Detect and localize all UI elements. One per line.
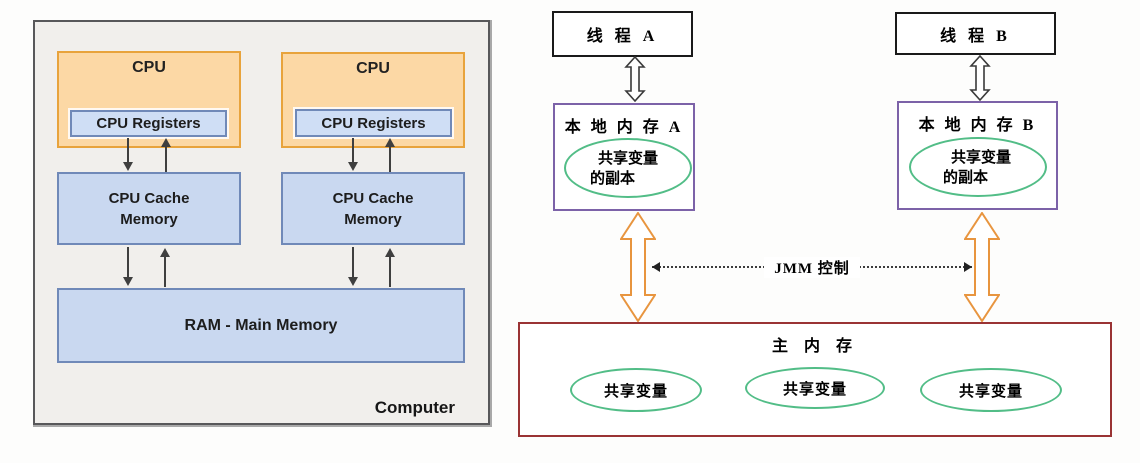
computer-panel-label: Computer [374, 398, 455, 417]
copy-label-line1: 共享变量 [598, 151, 659, 167]
shared-variable-ellipse: 共享变量 [920, 368, 1062, 412]
cpu-cache-label-2: CPU Cache Memory [332, 189, 414, 228]
thread-b-box: 线 程 B [895, 12, 1056, 55]
up-arrow-icon [160, 248, 170, 287]
orange-bidirectional-arrow-icon [620, 212, 656, 322]
cpu-cache-box-1: CPU Cache Memory [57, 172, 241, 245]
bidirectional-arrow-icon [624, 56, 646, 102]
ram-box: RAM - Main Memory [57, 288, 465, 363]
cpu-cache-label-1: CPU Cache Memory [108, 189, 190, 228]
shared-variable-ellipse: 共享变量 [570, 368, 702, 412]
local-memory-b-label: 本 地 内 存 B [918, 117, 1037, 134]
thread-a-box: 线 程 A [552, 11, 693, 57]
shared-variable-ellipse: 共享变量 [745, 367, 885, 409]
copy-label-line2: 的副本 [590, 171, 636, 187]
cpu-label-2: CPU [356, 60, 390, 77]
right-arrowhead-icon [964, 262, 972, 272]
cpu-registers-box-2: CPU Registers [295, 109, 452, 137]
copy-label-line1: 共享变量 [951, 150, 1012, 166]
main-memory-label: 主 内 存 [771, 338, 858, 355]
bidirectional-arrow-icon [969, 55, 991, 101]
jmm-control-connector: JMM 控制 [652, 254, 972, 282]
cpu-cache-box-2: CPU Cache Memory [281, 172, 465, 245]
cpu-label-1: CPU [132, 59, 166, 76]
down-arrow-icon [123, 138, 133, 171]
shared-variable-copy-ellipse-a: 共享变量 的副本 [564, 138, 692, 198]
down-arrow-icon [123, 247, 133, 286]
shared-variable-copy-ellipse-b: 共享变量 的副本 [909, 137, 1047, 197]
orange-bidirectional-arrow-icon [964, 212, 1000, 322]
up-arrow-icon [385, 138, 395, 172]
down-arrow-icon [348, 138, 358, 171]
copy-label-line2: 的副本 [943, 170, 989, 186]
cpu-registers-box-1: CPU Registers [70, 110, 227, 137]
jmm-control-label: JMM 控制 [764, 257, 860, 278]
down-arrow-icon [348, 247, 358, 286]
local-memory-a-label: 本 地 内 存 A [564, 119, 684, 136]
left-arrowhead-icon [652, 262, 660, 272]
up-arrow-icon [385, 248, 395, 287]
up-arrow-icon [161, 138, 171, 172]
